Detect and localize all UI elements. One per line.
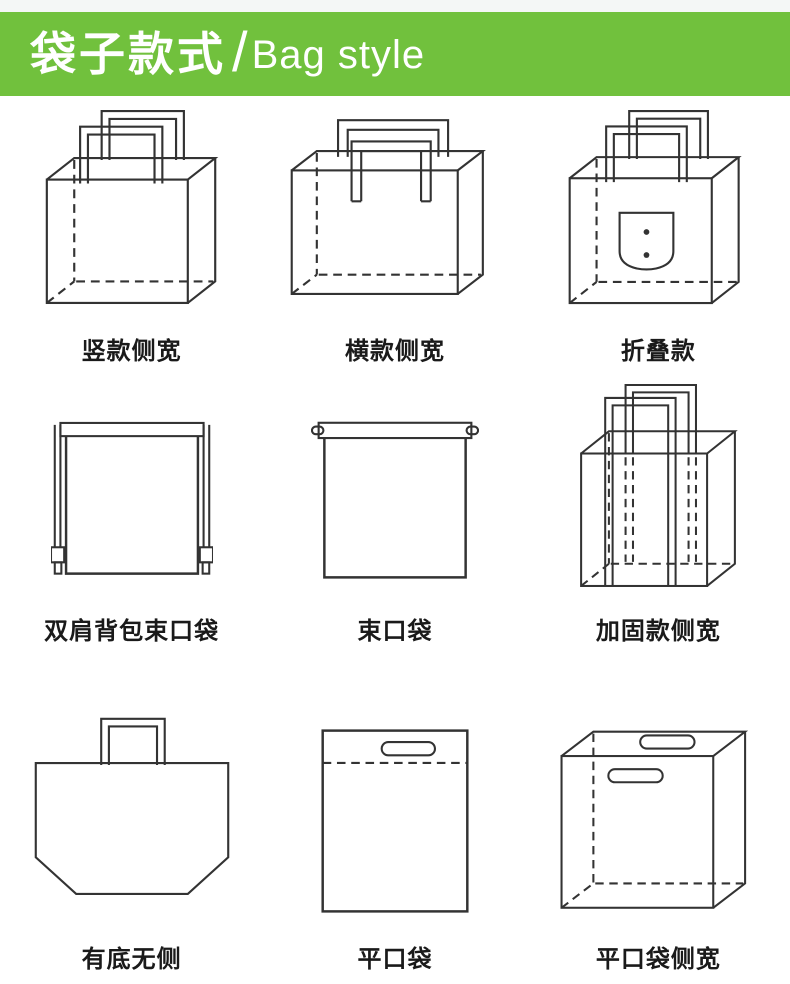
bottom-no-side-bag-icon	[34, 717, 229, 895]
bag-illustration	[39, 103, 225, 311]
top-margin-strip	[0, 0, 790, 12]
bag-style-label: 平口袋	[357, 946, 433, 973]
flat-mouth-gusset-bag-icon	[560, 730, 749, 909]
bag-style-label: 有底无侧	[81, 946, 182, 973]
flat-mouth-bag-icon	[321, 729, 469, 913]
bag-illustration	[562, 105, 754, 311]
horizontal-gusset-tote-bag-icon	[290, 119, 486, 296]
section-header-banner: 袋子款式 / Bag style	[0, 12, 790, 96]
bag-illustration	[554, 683, 762, 919]
bag-illustration	[310, 413, 479, 591]
backpack-drawstring-bag-icon	[50, 421, 213, 575]
bag-illustration	[570, 379, 746, 591]
bag-style-label: 竖款侧宽	[81, 338, 182, 365]
title-separator: /	[232, 19, 248, 83]
bag-style-label: 双肩背包束口袋	[44, 618, 220, 645]
drawstring-bag-icon	[310, 421, 479, 579]
reinforced-gusset-bag-icon	[580, 383, 739, 587]
vertical-gusset-tote-bag-icon	[45, 109, 218, 305]
bag-illustration	[313, 723, 477, 919]
bag-style-label: 折叠款	[620, 338, 696, 365]
foldable-bag-icon	[568, 109, 743, 305]
bag-style-grid: 竖款侧宽 横款侧宽	[0, 96, 790, 984]
section-title-chinese: 袋子款式	[30, 28, 226, 80]
bag-card-backpack-drawstring: 双肩背包束口袋	[0, 376, 263, 656]
bag-card-drawstring: 束口袋	[263, 376, 526, 656]
bag-card-reinforced-gusset: 加固款侧宽	[527, 376, 790, 656]
bag-illustration	[50, 415, 213, 591]
bag-card-bottom-no-side: 有底无侧	[0, 656, 263, 984]
bag-card-foldable: 折叠款	[527, 96, 790, 376]
section-title-english: Bag style	[251, 33, 426, 77]
bag-illustration	[284, 107, 506, 311]
bag-style-label: 横款侧宽	[344, 338, 445, 365]
bag-style-label: 加固款侧宽	[595, 618, 721, 645]
bag-illustration	[30, 711, 234, 919]
bag-card-flat-mouth-gusset: 平口袋侧宽	[527, 656, 790, 984]
bag-style-label: 平口袋侧宽	[595, 946, 721, 973]
bag-card-vertical-gusset: 竖款侧宽	[0, 96, 263, 376]
bag-card-horizontal-gusset: 横款侧宽	[263, 96, 526, 376]
bag-style-label: 束口袋	[357, 618, 433, 645]
bag-card-flat-mouth: 平口袋	[263, 656, 526, 984]
